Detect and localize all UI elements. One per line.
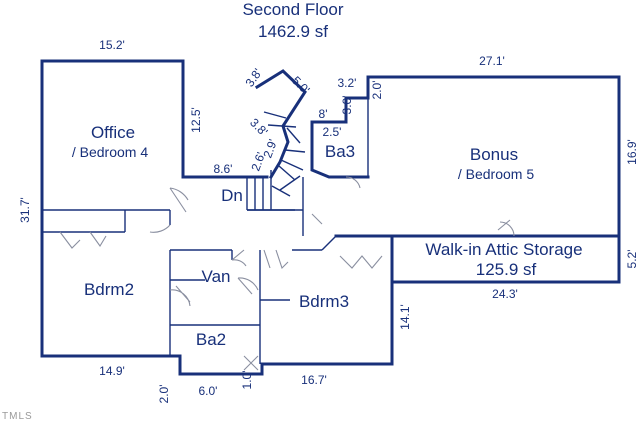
bonus-label: Bonus — [470, 145, 518, 164]
stairs-down-label: Dn — [221, 186, 243, 205]
exterior-walls — [40, 59, 621, 376]
dim-ba2-width: 6.0' — [199, 384, 218, 398]
floor-title: Second Floor — [242, 0, 343, 19]
dim-bdrm3-depth: 14.1' — [398, 304, 412, 330]
dim-ba2-depth: 2.0' — [157, 385, 171, 404]
door-swings — [59, 176, 515, 371]
watermark: TMLS — [2, 411, 33, 422]
vanity-label: Van — [202, 267, 231, 286]
dim-stair-b: 5.0' — [289, 74, 312, 97]
dim-stair-e: 2.6' — [248, 150, 268, 173]
dim-bonus-depth: 16.9' — [625, 139, 639, 165]
attic-label: Walk-in Attic Storage — [425, 240, 582, 259]
dim-attic-depth: 5.2' — [625, 250, 639, 269]
staircase — [246, 111, 306, 211]
dim-stair-c: 3.8' — [247, 116, 270, 139]
office-label: Office — [91, 123, 135, 142]
dim-bonus-width: 27.1' — [479, 54, 505, 68]
bath3-label: Ba3 — [325, 142, 355, 161]
dim-stair-d: 2.9' — [260, 137, 280, 160]
dim-bdrm3-width: 16.7' — [301, 373, 327, 387]
dim-bdrm2-width: 14.9' — [99, 364, 125, 378]
dim-hall-width: 8.6' — [214, 162, 233, 176]
office-label-sub: / Bedroom 4 — [72, 144, 148, 160]
bath2-label: Ba2 — [196, 330, 226, 349]
dim-ba3-b: 8' — [319, 107, 328, 121]
bedroom3-label: Bdrm3 — [299, 292, 349, 311]
bedroom2-label: Bdrm2 — [84, 280, 134, 299]
dim-closet-width: 1.0' — [240, 371, 254, 390]
dim-ba3-c: 3.0' — [340, 96, 354, 115]
dim-left-overall: 31.7' — [18, 197, 32, 223]
floor-area: 1462.9 sf — [258, 22, 328, 41]
attic-area-label: 125.9 sf — [476, 260, 537, 279]
dim-ba3-d: 2.5' — [323, 125, 342, 139]
dim-office-width: 15.2' — [99, 38, 125, 52]
dim-ba3-a: 3.2' — [338, 76, 357, 90]
dim-office-depth: 12.5' — [189, 107, 203, 133]
dim-bonus-step: 2.0' — [370, 81, 384, 100]
bonus-label-sub: / Bedroom 5 — [458, 166, 534, 182]
dim-attic-width: 24.3' — [492, 287, 518, 301]
